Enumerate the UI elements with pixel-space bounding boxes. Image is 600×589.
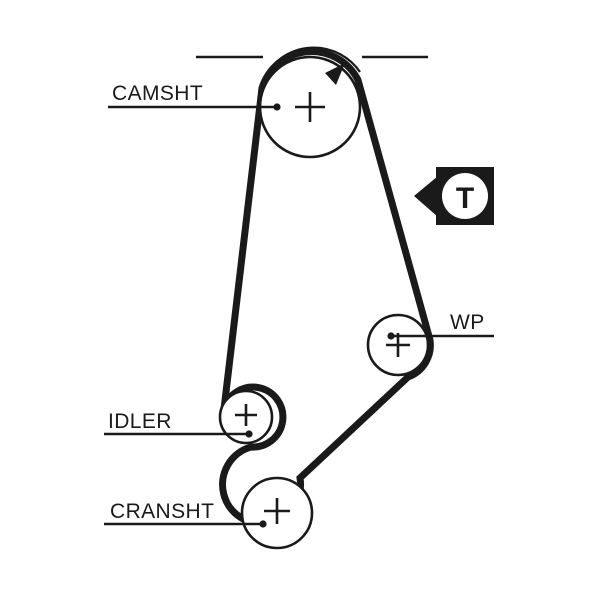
- label-crankshaft: CRANSHT: [110, 500, 214, 523]
- water-pump-leader-dot: [387, 332, 395, 340]
- pulley-crankshaft[interactable]: [240, 476, 314, 550]
- camshaft-center-cross-icon: [295, 92, 325, 122]
- pulley-water-pump[interactable]: [366, 313, 430, 377]
- rotation-direction-arrow-icon: [325, 63, 345, 85]
- idler-center-cross-icon: [235, 404, 257, 426]
- tensioner-marker[interactable]: T: [414, 167, 494, 225]
- leader-idler: [104, 430, 253, 438]
- camshaft-leader-dot: [273, 103, 281, 111]
- crankshaft-center-cross-icon: [264, 498, 290, 524]
- label-camshaft: CAMSHT: [112, 82, 203, 105]
- crankshaft-leader-dot: [259, 520, 267, 528]
- belt-inner-gap: [263, 46, 361, 79]
- label-idler: IDLER: [108, 410, 172, 433]
- tensioner-pointer-arrow-icon: [414, 176, 438, 217]
- tensioner-disc: [442, 173, 488, 219]
- leader-water-pump: [387, 332, 494, 340]
- label-water-pump: WP: [450, 311, 485, 334]
- leader-crankshaft: [104, 520, 267, 528]
- idler-leader-dot: [245, 430, 253, 438]
- tensioner-label: T: [456, 182, 474, 215]
- leader-camshaft: [108, 103, 281, 111]
- pulley-idler[interactable]: [218, 389, 274, 445]
